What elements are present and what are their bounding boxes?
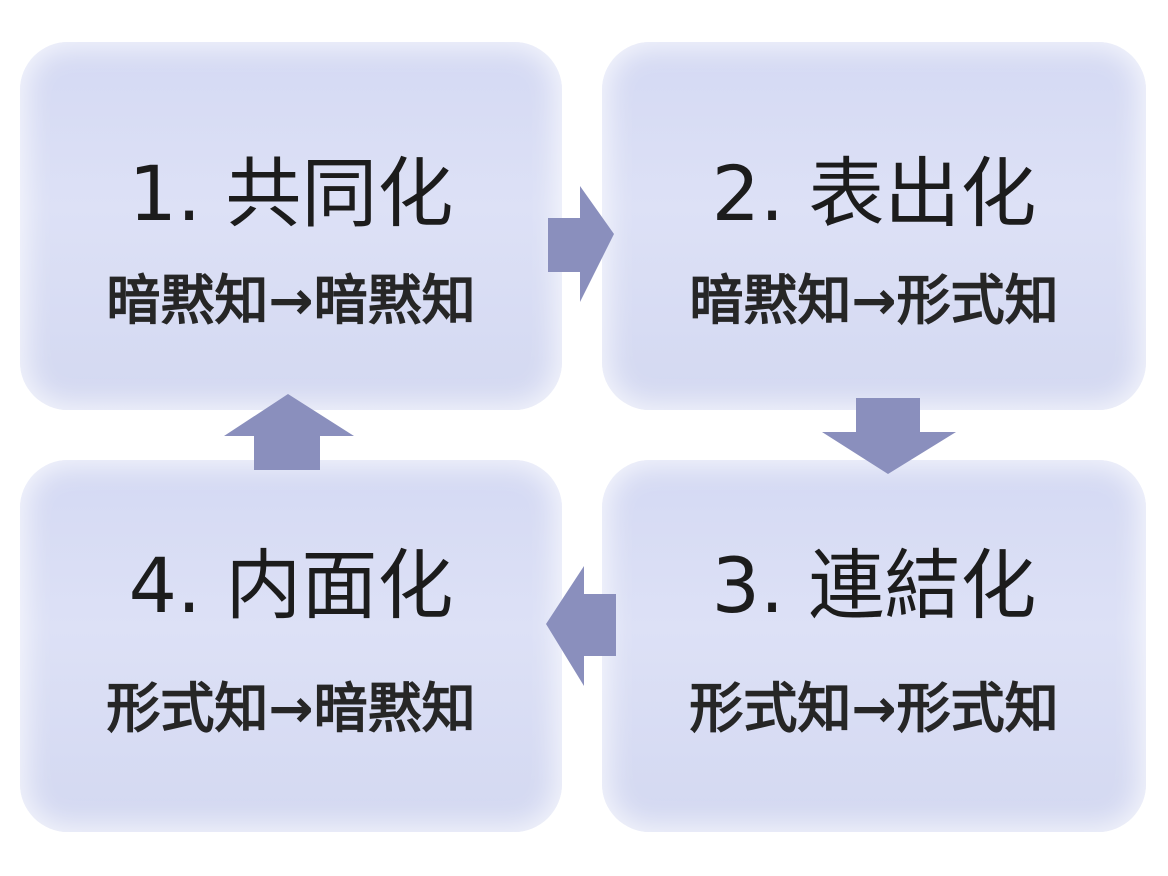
step-1-box: 1. 共同化 暗黙知→暗黙知 [20,42,562,410]
step-3-number: 3. [711,541,785,630]
step-4-box: 4. 内面化 形式知→暗黙知 [20,460,562,832]
step-1-to: 暗黙知 [313,269,476,332]
step-3-arrow: → [851,677,897,740]
step-2-name: 表出化 [808,149,1037,238]
step-3-title: 3. 連結化 [602,548,1146,624]
step-1-number: 1. [128,149,202,238]
step-3-from: 形式知 [689,677,852,740]
step-4-title: 4. 内面化 [20,548,562,624]
step-1-formula: 暗黙知→暗黙知 [20,274,562,328]
step-2-arrow: → [851,269,897,332]
step-1-name: 共同化 [225,149,454,238]
step-4-number: 4. [128,541,202,630]
step-4-name: 内面化 [225,541,454,630]
arrow-up-icon [224,394,354,470]
step-2-to: 形式知 [896,269,1059,332]
step-4-arrow: → [268,677,314,740]
arrow-left-icon [546,566,616,686]
step-2-title: 2. 表出化 [602,156,1146,232]
step-4-from: 形式知 [106,677,269,740]
step-2-formula: 暗黙知→形式知 [602,274,1146,328]
step-3-box: 3. 連結化 形式知→形式知 [602,460,1146,832]
step-3-to: 形式知 [896,677,1059,740]
step-4-formula: 形式知→暗黙知 [20,682,562,736]
step-4-to: 暗黙知 [313,677,476,740]
step-1-title: 1. 共同化 [20,156,562,232]
step-3-name: 連結化 [808,541,1037,630]
step-2-number: 2. [711,149,785,238]
step-2-from: 暗黙知 [689,269,852,332]
step-1-arrow: → [268,269,314,332]
step-1-from: 暗黙知 [106,269,269,332]
step-2-box: 2. 表出化 暗黙知→形式知 [602,42,1146,410]
step-3-formula: 形式知→形式知 [602,682,1146,736]
arrow-down-icon [822,398,956,474]
arrow-right-icon [548,186,614,302]
